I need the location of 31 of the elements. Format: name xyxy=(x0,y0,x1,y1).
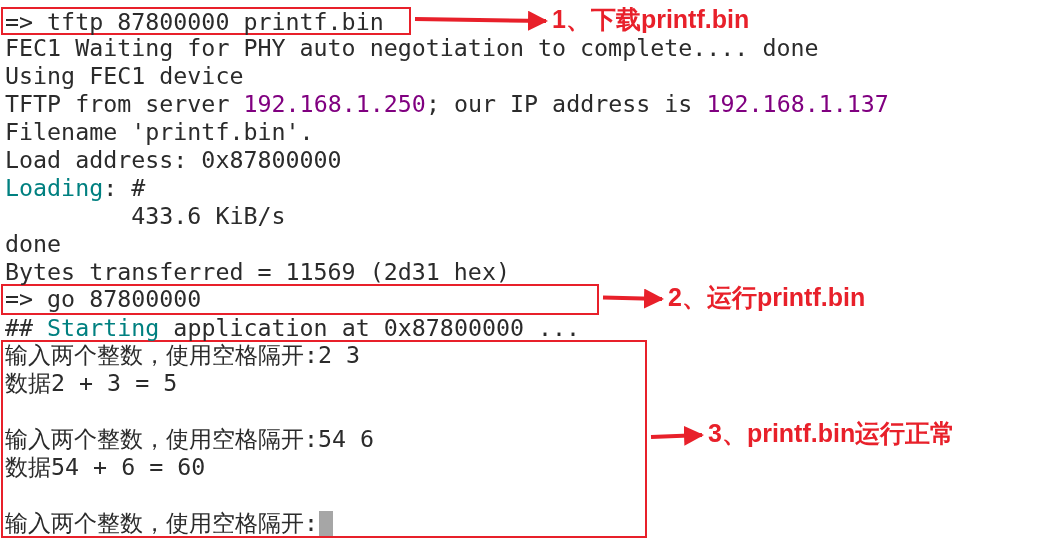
annotation-text: 1、下载printf.bin xyxy=(552,4,750,34)
terminal-line: Bytes transferred = 11569 (2d31 hex) xyxy=(5,258,510,286)
terminal-line: Load address: 0x87800000 xyxy=(5,146,342,174)
annotation-text: 3、printf.bin运行正常 xyxy=(708,418,956,448)
terminal-line: 输入两个整数，使用空格隔开:54 6 xyxy=(5,425,375,453)
arrow xyxy=(602,288,664,309)
terminal-line: TFTP from server xyxy=(5,90,230,118)
terminal-line: application at 0x87800000 ... xyxy=(173,314,581,342)
highlight-box xyxy=(1,284,599,315)
terminal-line: 433.6 KiB/s xyxy=(131,202,286,230)
annotation-text: 2、运行printf.bin xyxy=(668,282,866,312)
terminal-line: Starting xyxy=(47,314,160,342)
terminal-line: 输入两个整数，使用空格隔开:2 3 xyxy=(5,341,361,369)
terminal-line: 输入两个整数，使用空格隔开: xyxy=(5,509,319,537)
terminal-line: FEC1 Waiting for PHY auto negotiation to complete.... done xyxy=(5,34,819,62)
terminal-line: Using FEC1 device xyxy=(5,62,244,90)
terminal-line: done xyxy=(5,230,62,258)
terminal-line: 192.168.1.137 xyxy=(706,90,889,118)
terminal-line: => go 87800000 xyxy=(5,285,202,313)
terminal-line: : # xyxy=(103,174,146,202)
arrow xyxy=(650,425,704,446)
terminal-line: ## xyxy=(5,314,34,342)
terminal-line: 数据54 + 6 = 60 xyxy=(5,453,206,481)
terminal-line: ; our IP address is xyxy=(425,90,693,118)
terminal-line: => tftp 87800000 printf.bin xyxy=(5,8,384,36)
terminal-line: 192.168.1.250 xyxy=(243,90,426,118)
arrow xyxy=(414,10,548,31)
terminal-line: 数据2 + 3 = 5 xyxy=(5,369,178,397)
highlight-box xyxy=(1,340,647,538)
terminal-line: Loading xyxy=(5,174,104,202)
terminal-line: Filename 'printf.bin'. xyxy=(5,118,314,146)
